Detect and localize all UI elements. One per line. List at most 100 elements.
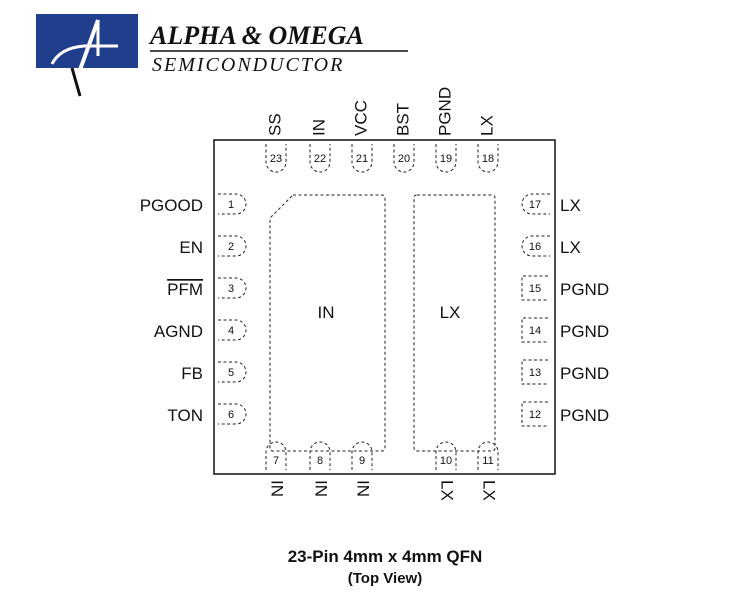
pin-18: 18 LX bbox=[477, 115, 499, 173]
pin-pad bbox=[521, 193, 550, 215]
pin-4: 4 AGND bbox=[154, 319, 247, 341]
pin-name: PGND bbox=[560, 364, 609, 383]
pin-16: 16 LX bbox=[521, 235, 581, 257]
pin-number: 18 bbox=[482, 153, 494, 165]
pin-pad bbox=[265, 441, 287, 470]
pin-15: 15 PGND bbox=[521, 275, 609, 301]
pin-name: SS bbox=[265, 113, 284, 136]
pin-13: 13 PGND bbox=[521, 359, 609, 385]
pin-pad bbox=[521, 401, 548, 427]
pin-number: 20 bbox=[398, 153, 410, 165]
pin-number: 2 bbox=[228, 241, 234, 253]
pin-number: 17 bbox=[529, 199, 541, 211]
pin-19: 19 PGND bbox=[435, 87, 457, 173]
pin-number: 22 bbox=[314, 153, 326, 165]
pin-number: 8 bbox=[317, 455, 323, 467]
pin-number: 6 bbox=[228, 409, 234, 421]
pin-name: PGND bbox=[435, 87, 454, 136]
pin-name: PGOOD bbox=[140, 196, 203, 215]
pin-number: 12 bbox=[529, 409, 541, 421]
pin-number: 1 bbox=[228, 199, 234, 211]
pin-name: PGND bbox=[560, 280, 609, 299]
pin-pad bbox=[218, 277, 247, 299]
pin-number: 21 bbox=[356, 153, 368, 165]
pin-pad bbox=[477, 144, 499, 173]
pin-number: 4 bbox=[228, 325, 234, 337]
pin-name: PGND bbox=[560, 406, 609, 425]
pin-name: FB bbox=[181, 364, 203, 383]
pin-name: PFM bbox=[167, 280, 203, 299]
pin-17: 17 LX bbox=[521, 193, 581, 215]
pin-name: LX bbox=[560, 196, 581, 215]
pin-8: 8IN bbox=[309, 441, 331, 497]
pin-pad bbox=[218, 403, 247, 425]
pin-number: 16 bbox=[529, 241, 541, 253]
pad-label-in: IN bbox=[318, 303, 335, 322]
pin-7: 7IN bbox=[265, 441, 287, 497]
pin-6: 6 TON bbox=[167, 403, 247, 425]
pin-number: 9 bbox=[359, 455, 365, 467]
pin-9: 9IN bbox=[351, 441, 373, 497]
pin-name: LX bbox=[480, 480, 499, 501]
pin-name: IN bbox=[312, 480, 331, 497]
pin-14: 14 PGND bbox=[521, 317, 609, 343]
pin-20: 20 BST bbox=[393, 103, 415, 173]
pin-name: BST bbox=[393, 103, 412, 136]
pin-name: LX bbox=[560, 238, 581, 257]
company-name-line1: ALPHA & OMEGA bbox=[148, 21, 364, 50]
pin-number: 14 bbox=[529, 325, 541, 337]
pin-pad bbox=[521, 317, 548, 343]
company-name-line2: SEMICONDUCTOR bbox=[152, 54, 344, 76]
pin-number: 15 bbox=[529, 283, 541, 295]
pin-name: PGND bbox=[560, 322, 609, 341]
pin-name: LX bbox=[477, 115, 496, 136]
pin-number: 5 bbox=[228, 367, 234, 379]
pin-name: TON bbox=[167, 406, 203, 425]
pin-number: 10 bbox=[440, 455, 452, 467]
pin-number: 19 bbox=[440, 153, 452, 165]
pin-23: 23 SS bbox=[265, 113, 287, 173]
pin-pad bbox=[393, 144, 415, 173]
pin-pad bbox=[435, 144, 457, 173]
pins: 1PGOOD2EN3PFM4AGND5FB6TON7IN8IN9IN10LX11… bbox=[140, 87, 609, 501]
pin-pad bbox=[477, 441, 499, 470]
exposed-pad-lx bbox=[413, 194, 496, 452]
pin-name: IN bbox=[354, 480, 373, 497]
pin-1: 1 PGOOD bbox=[140, 193, 247, 215]
package-outline bbox=[213, 139, 556, 475]
pin-pad bbox=[218, 235, 247, 257]
pad-label-lx: LX bbox=[440, 303, 461, 322]
pin-name: AGND bbox=[154, 322, 203, 341]
pin-pad bbox=[309, 441, 331, 470]
pin-pad bbox=[521, 359, 548, 385]
pin-pad bbox=[309, 144, 331, 173]
pin-pad bbox=[435, 441, 457, 470]
pin-3: 3 PFM bbox=[167, 277, 247, 299]
pin-pad bbox=[351, 441, 373, 470]
pin-pad bbox=[351, 144, 373, 173]
pin-5: 5 FB bbox=[181, 361, 247, 383]
pin-pad bbox=[218, 361, 247, 383]
pin-name: EN bbox=[179, 238, 203, 257]
pin-pad bbox=[265, 144, 287, 173]
pin-name: LX bbox=[438, 480, 457, 501]
company-logo: ALPHA & OMEGA SEMICONDUCTOR bbox=[36, 14, 408, 97]
pin-2: 2 EN bbox=[179, 235, 247, 257]
view-caption: (Top View) bbox=[348, 570, 422, 587]
exposed-pad-in bbox=[269, 194, 386, 452]
pin-number: 3 bbox=[228, 283, 234, 295]
pin-pad bbox=[521, 275, 548, 301]
pin-number: 23 bbox=[270, 153, 282, 165]
pin-pad bbox=[218, 193, 247, 215]
pin-12: 12 PGND bbox=[521, 401, 609, 427]
pin-number: 11 bbox=[482, 455, 493, 467]
pin-number: 7 bbox=[273, 455, 279, 467]
pin-number: 13 bbox=[529, 367, 541, 379]
alpha-omega-logo-icon bbox=[36, 14, 138, 68]
logo-mark bbox=[50, 19, 118, 97]
